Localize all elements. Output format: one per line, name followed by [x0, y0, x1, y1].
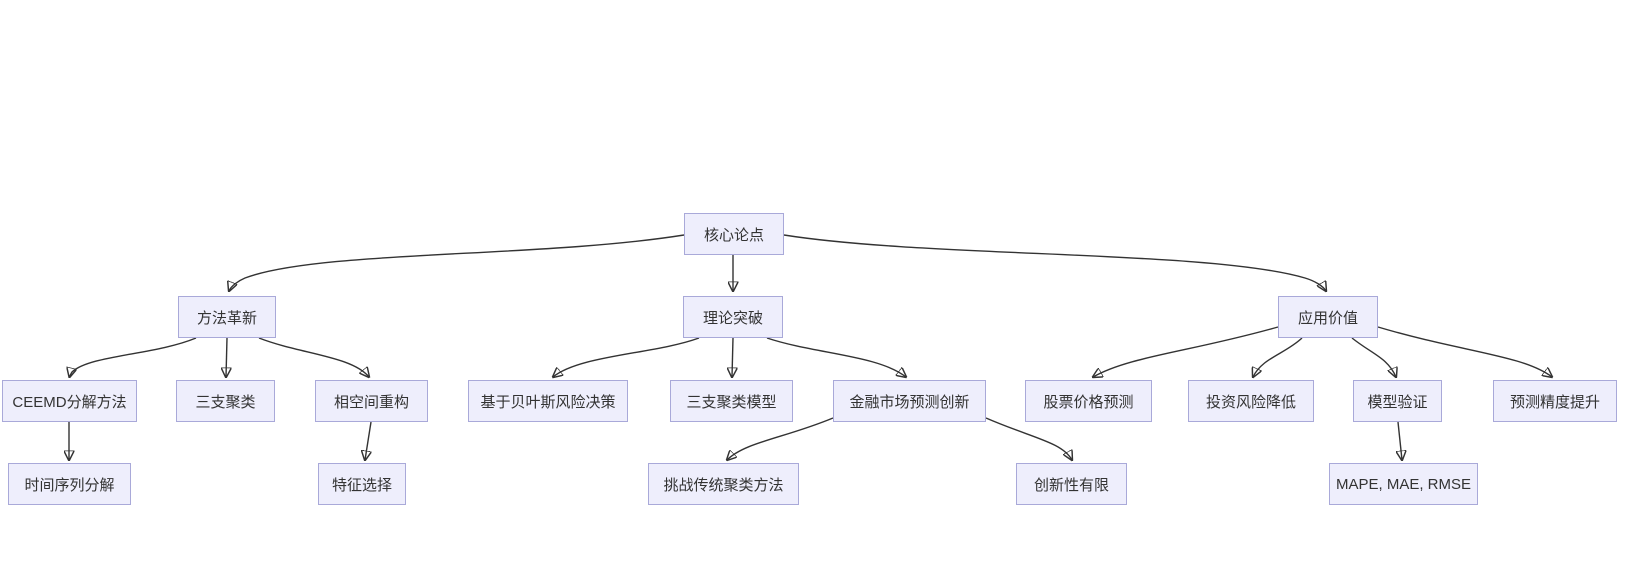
node-phase-space-reconstruction: 相空间重构	[315, 380, 428, 422]
edge-method-to-ceemd	[70, 337, 197, 377]
edge-method-to-three-way-clustering	[226, 337, 227, 377]
node-core-thesis: 核心论点	[684, 213, 784, 255]
edge-financial-to-challenge	[727, 417, 834, 460]
edge-application-to-model-validation	[1351, 337, 1396, 377]
node-stock-price-prediction: 股票价格预测	[1025, 380, 1152, 422]
edge-method-to-phase-space	[258, 337, 369, 377]
node-model-validation: 模型验证	[1353, 380, 1442, 422]
edge-financial-to-limited-innovation	[985, 417, 1072, 460]
edge-phase-space-to-feature-selection	[365, 421, 372, 460]
edge-core-to-method-innovation	[229, 234, 685, 291]
node-application-value: 应用价值	[1278, 296, 1378, 338]
node-limited-innovation: 创新性有限	[1016, 463, 1127, 505]
edge-application-to-accuracy	[1377, 326, 1552, 377]
edge-application-to-risk-reduction	[1253, 337, 1303, 377]
node-challenge-traditional-clustering: 挑战传统聚类方法	[648, 463, 799, 505]
edge-core-to-application-value	[783, 234, 1326, 291]
node-financial-market-forecast-innovation: 金融市场预测创新	[833, 380, 986, 422]
node-error-metrics: MAPE, MAE, RMSE	[1329, 463, 1478, 505]
node-ceemd-method: CEEMD分解方法	[2, 380, 137, 422]
edge-theory-to-twc-model	[732, 337, 733, 377]
node-time-series-decomposition: 时间序列分解	[8, 463, 131, 505]
node-bayesian-risk-decision: 基于贝叶斯风险决策	[468, 380, 628, 422]
node-prediction-accuracy-improvement: 预测精度提升	[1493, 380, 1617, 422]
node-theory-breakthrough: 理论突破	[683, 296, 783, 338]
node-investment-risk-reduction: 投资风险降低	[1188, 380, 1314, 422]
edge-application-to-stock-price	[1093, 326, 1279, 377]
edge-model-validation-to-metrics	[1398, 421, 1402, 460]
node-feature-selection: 特征选择	[318, 463, 406, 505]
node-three-way-clustering: 三支聚类	[176, 380, 275, 422]
node-three-way-clustering-model: 三支聚类模型	[670, 380, 793, 422]
node-method-innovation: 方法革新	[178, 296, 276, 338]
edge-theory-to-bayesian	[553, 337, 700, 377]
edge-theory-to-financial-market	[766, 337, 906, 377]
